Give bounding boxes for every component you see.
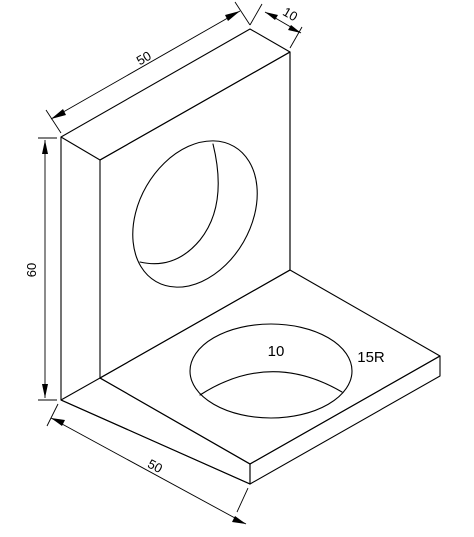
vertical-plate-hole [132, 140, 258, 288]
base-top-face [99, 269, 441, 465]
top-thickness-label: 10 [280, 4, 300, 24]
height-dimension: 60 [24, 137, 57, 401]
base-plate-hole [189, 323, 353, 419]
bottom-length-label: 50 [145, 456, 165, 476]
height-label: 60 [24, 263, 39, 277]
hole-radius-label: 15R [357, 349, 385, 366]
base-bottom-left-edge [60, 399, 251, 485]
top-length-dimension: 50 [45, 1, 251, 134]
hole-depth-label: 10 [268, 343, 285, 360]
top-length-label: 50 [134, 48, 154, 68]
vertical-plate-front-face [99, 51, 291, 379]
l-bracket-outline [60, 28, 441, 485]
top-thickness-dimension: 10 [249, 3, 303, 49]
base-front-face [249, 355, 441, 485]
bottom-length-dimension: 50 [46, 403, 249, 525]
vertical-plate-top-face [60, 28, 291, 161]
